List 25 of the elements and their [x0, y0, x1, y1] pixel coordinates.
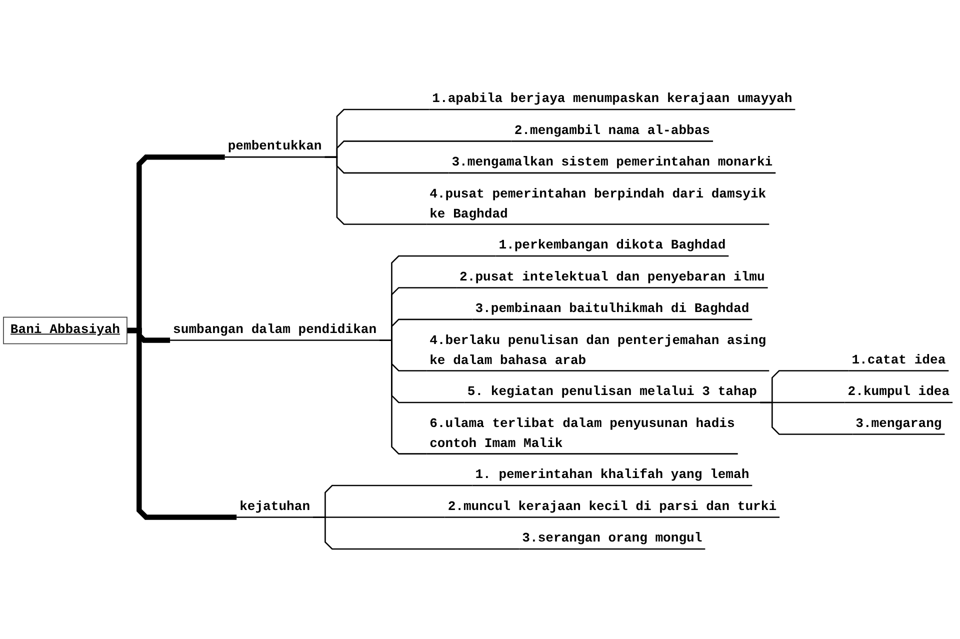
connector	[126, 328, 237, 520]
node-text: 3.pembinaan baitulhikmah di Baghdad	[475, 302, 750, 316]
node-text: 1. pemerintahan khalifah yang lemah	[475, 468, 750, 483]
node-text: 4.berlaku penulisan dan penterjemahan asing ke dalam bahasa arab	[430, 333, 766, 368]
node-text: 4.pusat pemerintahan berpindah dari damsyik ke Baghdad	[430, 186, 766, 222]
node-text: pembentukkan	[228, 139, 322, 154]
connector	[380, 340, 427, 454]
node-text: 1.apabila berjaya menumpaskan kerajaan umayyah	[432, 92, 792, 106]
node-text: 1.perkembangan dikota Baghdad	[498, 238, 726, 253]
node-text: 2.mengambil nama al-abbas	[514, 123, 710, 138]
node-text: 1.catat idea	[852, 352, 946, 368]
node-text: 2.kumpul idea	[848, 384, 950, 400]
node-text: 6.ulama terlibat dalam penyusunan hadis contoh Imam Malik	[430, 416, 735, 451]
node-text: 2.muncul kerajaan kecil di parsi dan turki	[448, 499, 777, 514]
node-text: 3.serangan orang mongul	[522, 531, 702, 546]
node-text: 5. kegiatan penulisan melalui 3 tahap	[467, 384, 757, 400]
node-text: 3.mengamalkan sistem pemerintahan monarki	[452, 155, 773, 170]
node-box: Bani Abbasiyah	[3, 316, 128, 344]
node-text: kejatuhan	[240, 499, 310, 514]
node-text: sumbangan dalam pendidikan	[173, 322, 377, 338]
node-text: 2.pusat intelektual dan penyebaran ilmu	[460, 270, 765, 285]
connector	[760, 402, 853, 435]
connector	[313, 516, 520, 550]
connector	[324, 156, 427, 225]
node-text: 3.mengarang	[856, 416, 942, 432]
